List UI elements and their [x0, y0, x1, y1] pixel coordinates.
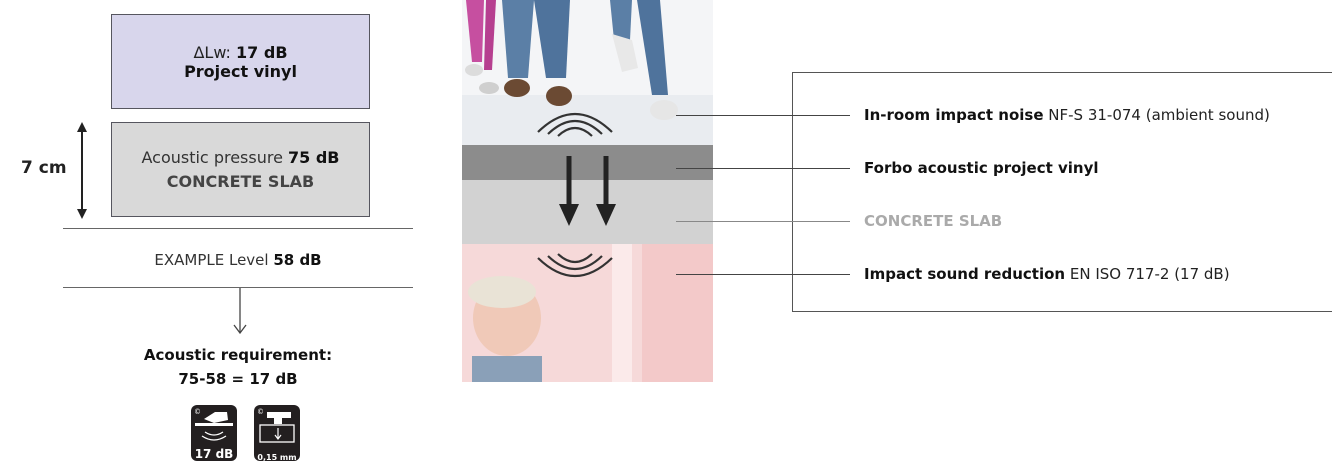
impact-sound-badge: © 17 dB	[191, 405, 237, 461]
delta-lw-line: ΔLw: 17 dB	[193, 43, 287, 62]
acoustic-pressure-label: Acoustic pressure	[141, 147, 289, 167]
impact-sound-waves-icon	[537, 112, 613, 137]
vinyl-name: Project vinyl	[184, 61, 297, 81]
callout-frame	[792, 72, 1332, 312]
delta-lw-value: 17 dB	[236, 42, 288, 62]
down-arrow	[233, 288, 247, 334]
delta-lw-label: ΔLw:	[193, 42, 237, 62]
divider-bottom	[63, 287, 413, 288]
callout-line-slab	[676, 221, 850, 222]
indentation-badge: © 0,15 mm	[254, 405, 300, 462]
impact-sound-foot-icon: ©	[194, 408, 233, 441]
acoustic-pressure-line: Acoustic pressure 75 dB	[141, 146, 339, 170]
acoustic-pressure-value: 75 dB	[288, 147, 340, 167]
concrete-slab-layer	[462, 180, 713, 244]
callout-line-vinyl	[676, 168, 850, 169]
callout-vinyl: Forbo acoustic project vinyl	[864, 159, 1099, 177]
indentation-icon: ©	[257, 408, 295, 443]
cross-section-photo	[462, 0, 713, 382]
slab-box: Acoustic pressure 75 dB CONCRETE SLAB	[111, 122, 370, 217]
example-level-value: 58 dB	[273, 251, 322, 269]
callout-line-impact-noise	[676, 115, 850, 116]
requirement-title: Acoustic requirement:	[143, 346, 333, 364]
vinyl-box: ΔLw: 17 dB Project vinyl	[111, 14, 370, 109]
divider-top	[63, 228, 413, 229]
slab-name: CONCRETE SLAB	[166, 171, 315, 191]
reduced-sound-waves-icon	[537, 253, 613, 278]
walking-legs-image	[465, 0, 678, 120]
callout-impact-noise: In-room impact noise NF-S 31-074 (ambien…	[864, 106, 1270, 124]
callout-reduction-title: Impact sound reduction	[864, 265, 1066, 283]
callout-slab-title: CONCRETE SLAB	[864, 212, 1003, 230]
callout-vinyl-title: Forbo acoustic project vinyl	[864, 159, 1099, 177]
thickness-arrow	[77, 122, 87, 219]
callout-reduction-detail: EN ISO 717-2 (17 dB)	[1065, 265, 1230, 283]
callout-impact-noise-detail: NF-S 31-074 (ambient sound)	[1043, 106, 1270, 124]
transmission-arrows-icon	[559, 156, 616, 226]
acoustic-requirement: Acoustic requirement: 75-58 = 17 dB	[63, 343, 413, 391]
svg-text:©: ©	[194, 408, 201, 416]
example-level-label: EXAMPLE Level	[154, 251, 274, 269]
cross-section-illustration	[462, 0, 713, 382]
callout-slab: CONCRETE SLAB	[864, 212, 1002, 230]
svg-text:©: ©	[257, 408, 264, 416]
callout-line-reduction	[676, 274, 850, 275]
child-image	[468, 276, 542, 382]
callout-reduction: Impact sound reduction EN ISO 717-2 (17 …	[864, 265, 1230, 283]
requirement-formula: 75-58 = 17 dB	[178, 370, 298, 388]
thickness-label: 7 cm	[21, 158, 67, 178]
example-level: EXAMPLE Level 58 dB	[63, 251, 413, 269]
indentation-badge-label: 0,15 mm	[257, 453, 297, 462]
vinyl-layer	[462, 145, 713, 180]
callout-impact-noise-title: In-room impact noise	[864, 106, 1044, 124]
impact-sound-badge-label: 17 dB	[194, 447, 234, 461]
